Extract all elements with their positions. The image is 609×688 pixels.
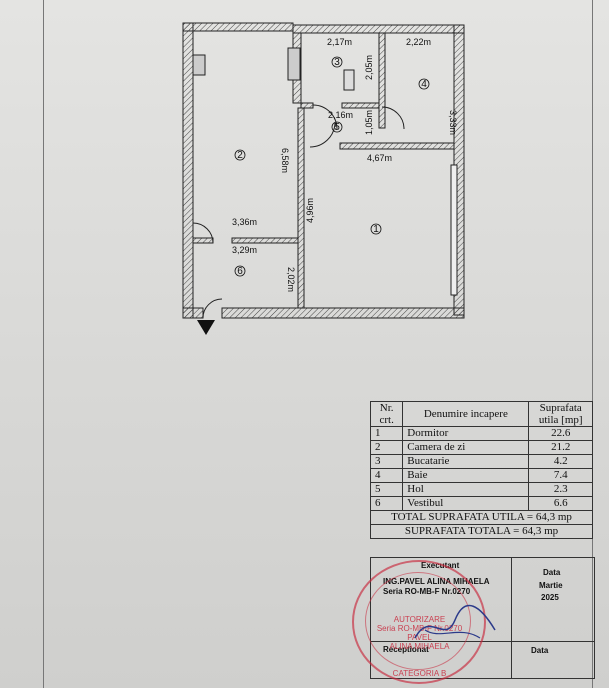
dim-bath-depth: 3,33m: [448, 110, 458, 135]
row-name: Baie: [402, 468, 530, 483]
stamp-text: AUTORIZARE Seria RO-MB-F Nr.0270 PAVEL A…: [372, 615, 467, 678]
authorization-stamp: [352, 560, 486, 684]
page-border-left: [43, 0, 44, 688]
row-name: Hol: [402, 482, 530, 497]
floor-plan: 2,17m 2,22m 2,05m 3,33m 6,58m 2,16m 1,05…: [182, 22, 465, 335]
row-nr: 3: [369, 454, 404, 469]
row-nr: 6: [369, 496, 404, 511]
dim-hall-width: 2,16m: [328, 110, 353, 120]
door-arcs: [192, 104, 405, 319]
dim-bath-width: 2,22m: [406, 37, 431, 47]
total-totala: SUPRAFATA TOTALA = 64,3 mp: [370, 524, 593, 539]
row-name: Bucatarie: [402, 454, 530, 469]
dim-vestibule-depth: 2,02m: [286, 267, 296, 292]
dim-kitchen-depth: 2,05m: [364, 55, 374, 80]
interior-walls: [192, 32, 458, 309]
header-name: Denumire incapere: [402, 401, 530, 427]
total-utila: TOTAL SUPRAFATA UTILA = 64,3 mp: [370, 510, 593, 525]
exterior-walls: [182, 22, 465, 319]
row-name: Vestibul: [402, 496, 530, 511]
dim-kitchen-width: 2,17m: [327, 37, 352, 47]
table-row: 5 Hol 2.3: [369, 482, 593, 497]
table-row: 2 Camera de zi 21.2: [369, 440, 593, 455]
room-marker-6: 6: [234, 265, 246, 277]
data-month: Martie: [539, 581, 563, 590]
entrance-arrow-icon: [197, 320, 215, 335]
stamp-line-4: ALINA MIHAELA: [389, 642, 450, 651]
svg-text:2: 2: [237, 150, 243, 161]
room-marker-1: 1: [370, 223, 382, 235]
total-totala-row: SUPRAFATA TOTALA = 64,3 mp: [370, 524, 593, 539]
svg-text:1: 1: [373, 224, 379, 235]
row-area: 21.2: [528, 440, 593, 455]
row-nr: 4: [369, 468, 404, 483]
authorization-stamp-inner: [365, 572, 471, 670]
table-header-row: Nr. crt. Denumire incapere Suprafata uti…: [369, 401, 593, 427]
rooms-table: Nr. crt. Denumire incapere Suprafata uti…: [369, 401, 593, 539]
room-marker-3: 3: [331, 56, 343, 68]
row-area: 22.6: [528, 426, 593, 441]
row-nr: 5: [369, 482, 404, 497]
svg-text:5: 5: [334, 122, 340, 133]
stamp-line-5: CATEGORIA B: [392, 669, 447, 678]
row-nr: 1: [369, 426, 404, 441]
signature-icon: [414, 604, 496, 639]
svg-text:3: 3: [334, 57, 340, 68]
dim-bedroom-width: 4,67m: [367, 153, 392, 163]
row-area: 6.6: [528, 496, 593, 511]
dim-hall-door: 1,05m: [364, 110, 374, 135]
data-year: 2025: [541, 593, 559, 602]
dim-living-depth: 6,58m: [280, 148, 290, 173]
dim-bedroom-depth: 4,96m: [305, 198, 315, 223]
row-name: Dormitor: [402, 426, 530, 441]
room-marker-2: 2: [234, 149, 246, 161]
room-marker-4: 4: [418, 78, 430, 90]
executant-divider: [511, 558, 512, 678]
dim-living-width: 3,36m: [232, 217, 257, 227]
row-name: Camera de zi: [402, 440, 530, 455]
stamp-line-2: Seria RO-MB-F Nr.0270: [376, 624, 463, 633]
data-label: Data: [543, 568, 561, 577]
header-area: Suprafata utila [mp]: [528, 401, 593, 427]
room-marker-5: 5: [331, 121, 343, 133]
row-nr: 2: [369, 440, 404, 455]
dim-vestibule-width: 3,29m: [232, 245, 257, 255]
row-area: 7.4: [528, 468, 593, 483]
svg-text:4: 4: [421, 79, 427, 90]
row-area: 4.2: [528, 454, 593, 469]
svg-text:6: 6: [237, 266, 243, 277]
table-row: 4 Baie 7.4: [369, 468, 593, 483]
table-row: 6 Vestibul 6.6: [369, 496, 593, 511]
stamp-line-3: PAVEL: [407, 633, 432, 642]
data-label-2: Data: [531, 646, 549, 655]
table-row: 1 Dormitor 22.6: [369, 426, 593, 441]
table-row: 3 Bucatarie 4.2: [369, 454, 593, 469]
page-border-right: [592, 0, 593, 688]
stamp-line-1: AUTORIZARE: [393, 615, 446, 624]
row-area: 2.3: [528, 482, 593, 497]
header-nr: Nr. crt.: [369, 401, 404, 427]
total-utila-row: TOTAL SUPRAFATA UTILA = 64,3 mp: [370, 510, 593, 525]
